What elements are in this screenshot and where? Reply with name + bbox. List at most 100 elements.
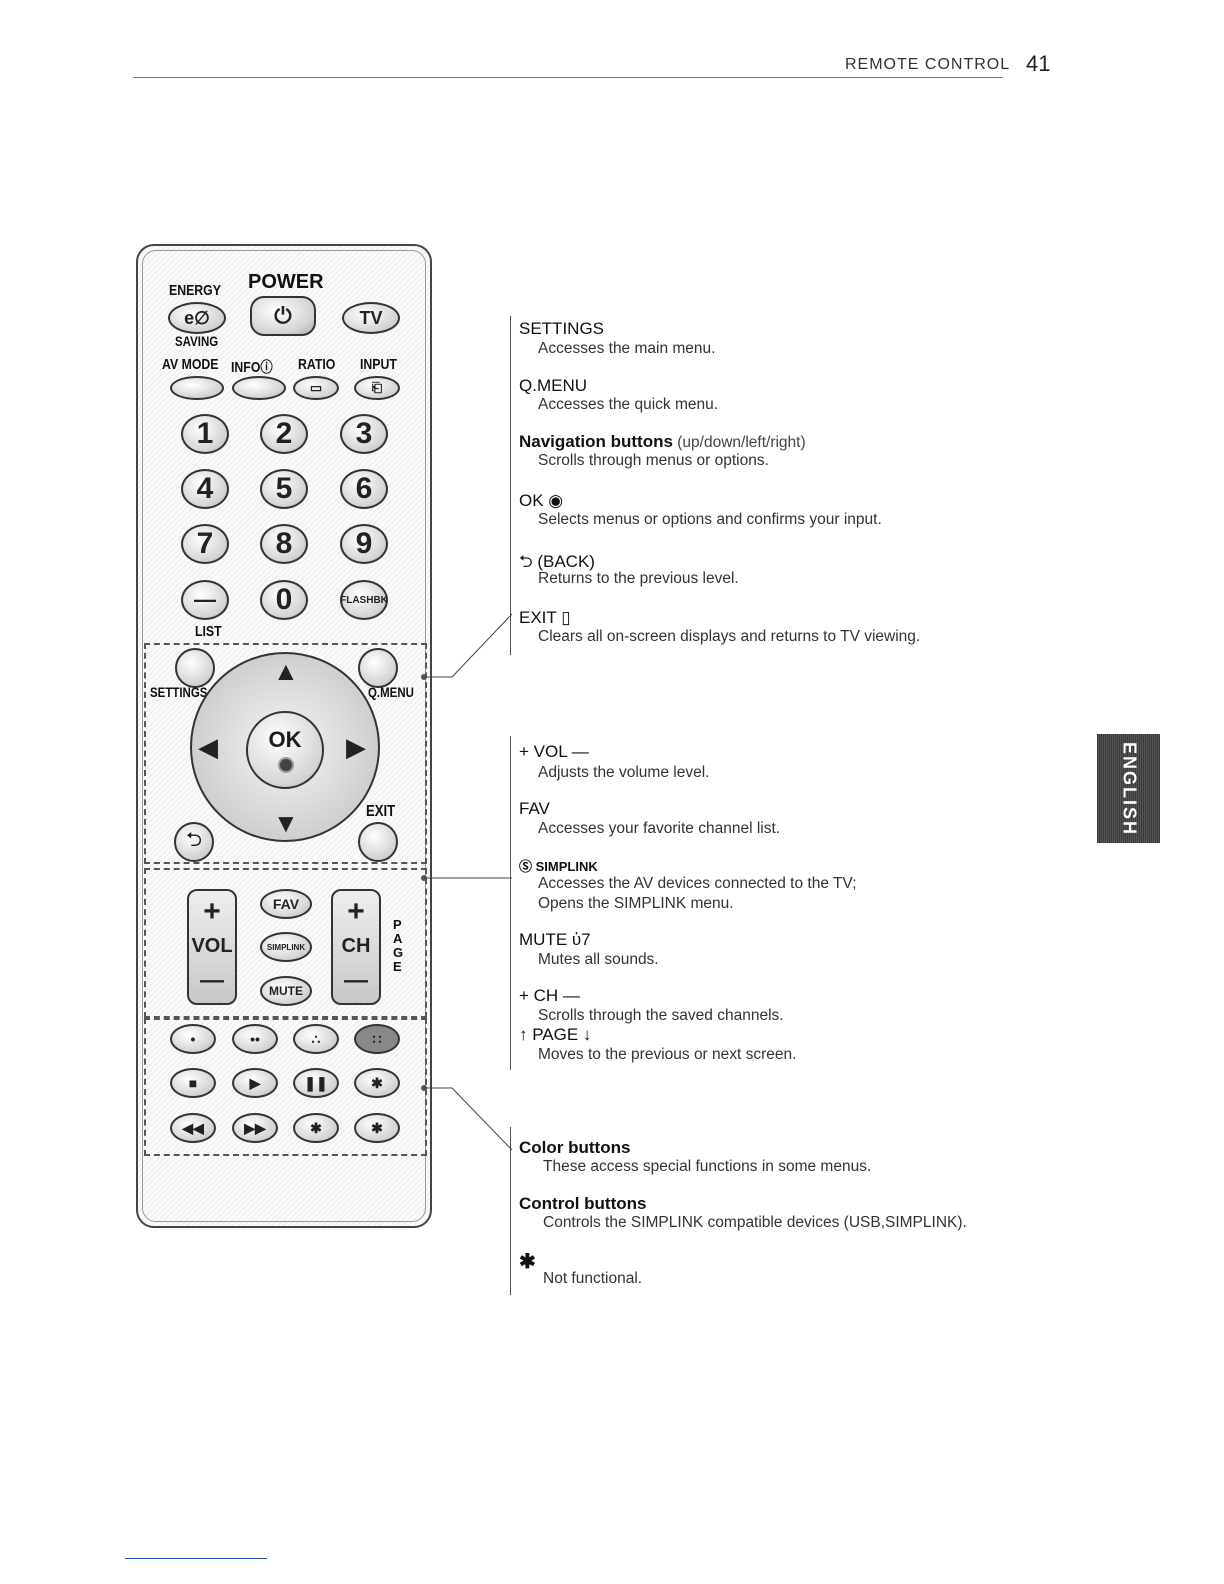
header-rule <box>133 77 1003 78</box>
desc-channel: Scrolls through the saved channels. <box>538 1007 784 1024</box>
av-mode-button <box>170 376 224 400</box>
list-label: LIST <box>195 623 222 640</box>
term-back: ⮌ (BACK) <box>519 552 595 571</box>
term-control-buttons: Control buttons <box>519 1194 647 1213</box>
section-title: REMOTE CONTROL <box>845 56 1011 73</box>
simplink-button: SIMPLINK <box>260 932 312 962</box>
asterisk-button-1: ✱ <box>354 1068 400 1098</box>
term-asterisk: ✱ <box>519 1251 536 1273</box>
term-page: ↑ PAGE ↓ <box>519 1025 592 1044</box>
term-volume: + VOL — <box>519 742 589 761</box>
digit-1-button: 1 <box>181 414 229 454</box>
info-button <box>232 376 286 400</box>
term-settings: SETTINGS <box>519 319 605 338</box>
settings-button <box>175 648 215 688</box>
digit-3-button: 3 <box>340 414 388 454</box>
group3-rule <box>510 1127 511 1295</box>
digit-7-button: 7 <box>181 524 229 564</box>
desc-navigation: Scrolls through menus or options. <box>538 452 769 469</box>
asterisk-button-2: ✱ <box>293 1113 339 1143</box>
asterisk-button-3: ✱ <box>354 1113 400 1143</box>
color-button-1: • <box>170 1024 216 1054</box>
dash-button: — <box>181 580 229 620</box>
energy-saving-button: e∅ <box>168 302 226 334</box>
term-qmenu: Q.MENU <box>519 376 587 395</box>
qmenu-label: Q.MENU <box>368 684 414 700</box>
ok-button: OK <box>246 711 324 789</box>
desc-color-buttons: These access special functions in some m… <box>543 1158 872 1175</box>
desc-simplink: Accesses the AV devices connected to the… <box>538 875 857 892</box>
color-button-3: ∴ <box>293 1024 339 1054</box>
vol-minus: — <box>200 967 224 994</box>
digit-8-button: 8 <box>260 524 308 564</box>
power-button: ⏻ <box>250 296 316 336</box>
tv-label: TV <box>359 307 383 328</box>
fast-forward-button: ▶▶ <box>232 1113 278 1143</box>
desc-fav: Accesses your favorite channel list. <box>538 820 781 837</box>
saving-label: SAVING <box>175 333 219 349</box>
desc-mute: Mutes all sounds. <box>538 951 659 968</box>
desc-simplink-2: Opens the SIMPLINK menu. <box>538 895 734 912</box>
nav-up-icon: ▲ <box>273 656 299 686</box>
term-channel: + CH — <box>519 986 580 1005</box>
ch-plus: + <box>347 895 365 928</box>
page-letter: G <box>393 945 404 960</box>
ok-dot-icon <box>278 757 294 773</box>
navigation-group-box <box>144 643 427 864</box>
desc-control-buttons: Controls the SIMPLINK compatible devices… <box>543 1214 967 1231</box>
term-fav: FAV <box>519 799 550 818</box>
av-mode-label: AV MODE <box>162 356 219 373</box>
fav-button: FAV <box>260 889 312 919</box>
term-navigation-suffix: (up/down/left/right) <box>672 434 806 451</box>
vol-plus: + <box>203 895 221 928</box>
input-button: ⎗ <box>354 376 400 400</box>
term-navigation-bold: Navigation buttons <box>519 432 673 451</box>
ch-label: CH <box>341 935 371 957</box>
nav-right-icon: ▶ <box>346 732 366 762</box>
term-mute: MUTE ὐ7 <box>519 930 591 949</box>
page-letter: P <box>393 917 402 932</box>
term-ok: OK ◉ <box>519 491 564 510</box>
digit-4-button: 4 <box>181 469 229 509</box>
exit-label: EXIT <box>366 803 396 820</box>
ok-label: OK <box>268 727 302 752</box>
back-button: ⮌ <box>174 822 214 862</box>
vol-label: VOL <box>191 935 233 957</box>
digit-0-button: 0 <box>260 580 308 620</box>
digit-2-button: 2 <box>260 414 308 454</box>
tv-button: TV <box>342 302 400 334</box>
language-tab: ENGLISH <box>1097 734 1160 843</box>
nav-left-icon: ◀ <box>198 732 218 762</box>
desc-page: Moves to the previous or next screen. <box>538 1046 797 1063</box>
page-vertical-label: P A G E <box>393 918 403 974</box>
page-letter: E <box>393 959 402 974</box>
color-button-4: ∷ <box>354 1024 400 1054</box>
term-simplink: Ⓢ SIMPLINK <box>519 859 598 874</box>
channel-rocker: + CH — <box>331 889 381 1005</box>
qmenu-button <box>358 648 398 688</box>
page-number: 41 <box>1026 51 1051 76</box>
volume-channel-group-box <box>144 868 427 1018</box>
group2-rule <box>510 736 511 1070</box>
digit-5-button: 5 <box>260 469 308 509</box>
input-label: INPUT <box>360 356 397 373</box>
term-navigation: Navigation buttons (up/down/left/right) <box>519 432 806 452</box>
info-label: INFOⓘ <box>231 359 273 376</box>
desc-exit: Clears all on-screen displays and return… <box>538 628 921 645</box>
leader-line-control <box>424 1087 513 1151</box>
volume-rocker: + VOL — <box>187 889 237 1005</box>
language-tab-label: ENGLISH <box>1119 741 1139 836</box>
term-color-buttons: Color buttons <box>519 1138 631 1157</box>
ratio-label: RATIO <box>298 356 336 373</box>
ratio-button: ▭ <box>293 376 339 400</box>
desc-volume: Adjusts the volume level. <box>538 764 710 781</box>
footer-rule <box>125 1558 267 1559</box>
flashbk-button: FLASHBK <box>340 580 388 620</box>
settings-label: SETTINGS <box>150 684 208 700</box>
term-exit: EXIT ▯ <box>519 608 571 627</box>
mute-button: MUTE <box>260 976 312 1006</box>
color-button-2: •• <box>232 1024 278 1054</box>
play-button: ▶ <box>232 1068 278 1098</box>
desc-ok: Selects menus or options and confirms yo… <box>538 511 882 528</box>
pause-button: ❚❚ <box>293 1068 339 1098</box>
